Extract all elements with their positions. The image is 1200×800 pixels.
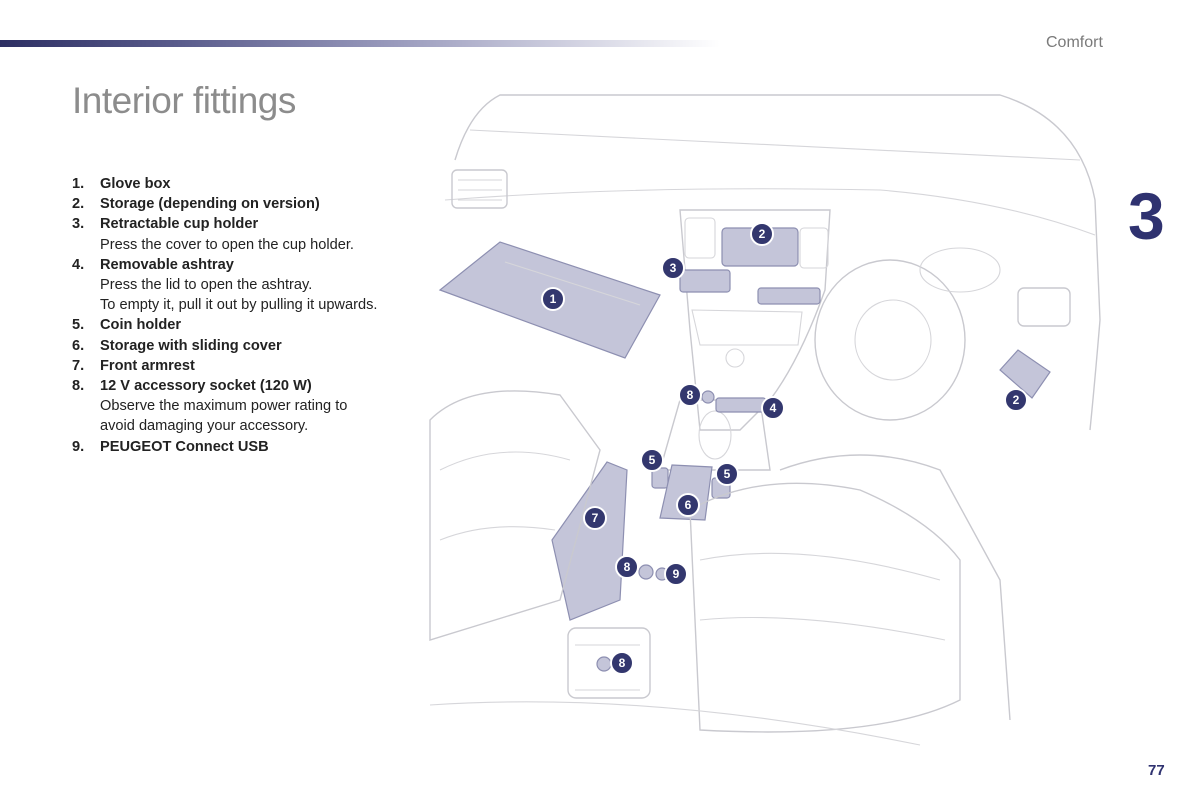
svg-text:2: 2	[759, 227, 766, 241]
rear-console	[567, 627, 651, 699]
item-description: Press the cover to open the cup holder.	[100, 236, 354, 253]
centre-vent-right	[799, 227, 829, 269]
svg-text:5: 5	[724, 467, 731, 481]
callout-badge: 8	[615, 555, 639, 579]
callout-badge: 9	[664, 562, 688, 586]
list-item: 9. PEUGEOT Connect USB	[72, 437, 412, 457]
list-item: 7. Front armrest	[72, 356, 412, 376]
steering-wheel-hub	[854, 299, 932, 381]
callout-badge: 2	[1004, 388, 1028, 412]
right-seat-back	[779, 454, 1011, 721]
instrument-binnacle	[919, 247, 1001, 293]
svg-text:9: 9	[673, 567, 680, 581]
item-number: 4.	[72, 256, 85, 273]
callout-badge: 5	[715, 462, 739, 486]
fittings-list: 1. Glove box 2. Storage (depending on vers…	[72, 174, 412, 457]
item-number: 5.	[72, 317, 85, 334]
callout-badge: 8	[678, 383, 702, 407]
list-item: 6. Storage with sliding cover	[72, 336, 412, 356]
item-number: 9.	[72, 438, 85, 455]
socket-8-top	[701, 390, 715, 404]
list-item: 2. Storage (depending on version)	[72, 194, 412, 214]
cupholder-3-left	[679, 269, 731, 293]
item-number: 8.	[72, 378, 85, 395]
svg-text:3: 3	[670, 261, 677, 275]
item-label: 12 V accessory socket (120 W)	[100, 378, 312, 395]
ashtray-4	[715, 397, 767, 413]
front-armrest-7	[551, 461, 628, 621]
item-label: Front armrest	[100, 357, 195, 374]
windscreen-edge	[469, 129, 1081, 161]
callout-badge: 4	[761, 396, 785, 420]
item-label: Coin holder	[100, 317, 182, 334]
list-item: 1. Glove box	[72, 174, 412, 194]
list-item: 3. Retractable cup holder	[72, 214, 412, 234]
floor-line	[429, 701, 921, 746]
steering-wheel-rim	[814, 259, 966, 421]
item-label: Glove box	[100, 176, 171, 192]
item-number: 7.	[72, 357, 85, 374]
item-description: To empty it, pull it out by pulling it u…	[100, 297, 378, 314]
svg-text:7: 7	[592, 511, 599, 525]
dashboard-top-edge	[444, 188, 1096, 236]
gear-knob	[698, 410, 732, 460]
callout-badge: 3	[661, 256, 685, 280]
chapter-number: 3	[1128, 179, 1165, 253]
storage-2-right	[999, 349, 1051, 399]
svg-text:8: 8	[619, 656, 626, 670]
header-gradient-bar	[0, 40, 720, 47]
center-console	[679, 209, 831, 431]
item-description: Observe the maximum power rating to	[100, 398, 348, 415]
cupholder-3-right	[757, 287, 821, 305]
svg-text:8: 8	[687, 388, 694, 402]
left-seat	[429, 390, 601, 641]
interior-illustration: 1 2 3 8 4 5 5 6 7 8 9 8 2	[420, 90, 1120, 750]
socket-8-rear	[596, 656, 612, 672]
right-seat	[689, 482, 961, 733]
svg-text:6: 6	[685, 498, 692, 512]
list-item: 8. 12 V accessory socket (120 W)	[72, 376, 412, 396]
right-vent	[1017, 287, 1071, 327]
callout-badge: 1	[541, 287, 565, 311]
item-number: 2.	[72, 196, 85, 213]
callout-badge: 6	[676, 493, 700, 517]
svg-text:5: 5	[649, 453, 656, 467]
dashboard-outline	[454, 94, 1101, 431]
svg-text:1: 1	[550, 292, 557, 306]
svg-text:8: 8	[624, 560, 631, 574]
item-label: Retractable cup holder	[100, 216, 259, 233]
item-label: PEUGEOT Connect USB	[100, 438, 269, 455]
section-title: Comfort	[1046, 34, 1103, 51]
item-number: 3.	[72, 216, 85, 233]
callout-badge: 5	[640, 448, 664, 472]
centre-vent-left	[684, 217, 716, 259]
item-description: Press the lid to open the ashtray.	[100, 277, 313, 294]
radio-panel	[691, 309, 803, 346]
callout-badge: 8	[610, 651, 634, 675]
item-number: 6.	[72, 337, 85, 354]
item-label: Storage with sliding cover	[100, 337, 282, 354]
socket-8-front	[638, 564, 654, 580]
item-number: 1.	[72, 176, 85, 192]
svg-text:2: 2	[1013, 393, 1020, 407]
list-item: 5. Coin holder	[72, 315, 412, 335]
callout-badge: 7	[583, 506, 607, 530]
item-label: Storage (depending on version)	[100, 196, 320, 213]
list-item: 4. Removable ashtray	[72, 255, 412, 275]
svg-text:4: 4	[770, 401, 777, 415]
page-title: Interior fittings	[72, 80, 296, 121]
item-description: avoid damaging your accessory.	[100, 418, 309, 435]
callout-badge: 2	[750, 222, 774, 246]
left-vent	[451, 169, 508, 209]
item-label: Removable ashtray	[100, 256, 234, 273]
control-knob	[725, 348, 745, 368]
page-number: 77	[1148, 762, 1165, 779]
